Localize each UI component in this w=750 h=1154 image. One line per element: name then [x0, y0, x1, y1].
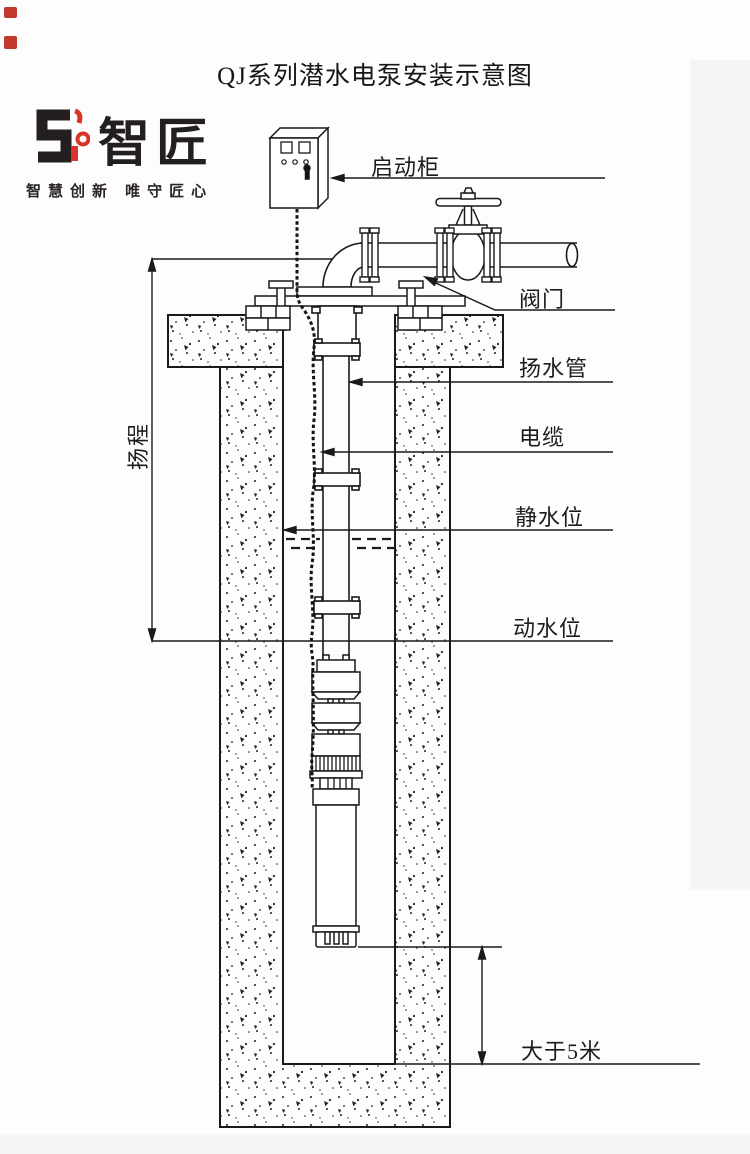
red-corner-mark: [4, 36, 17, 49]
leader-riser-pipe: [347, 377, 613, 387]
riser-coupling-flange: [313, 596, 361, 619]
valve-hub: [460, 192, 476, 200]
head-dimension: [147, 256, 333, 644]
valve-body: [450, 229, 486, 281]
casing-spool: [317, 305, 357, 345]
riser-pipe: [311, 305, 363, 660]
wellhead-plate: [254, 295, 466, 307]
cabinet-window: [298, 141, 311, 154]
background-tint-right: [690, 60, 750, 890]
motor-bottom-cap: [315, 931, 357, 948]
valve-top-nut: [462, 187, 475, 194]
riser-coupling-flange: [313, 338, 361, 361]
depth-dimension: [358, 944, 700, 1067]
indicator-lamp-icon: [292, 159, 298, 165]
background-tint-bottom: [0, 1134, 750, 1154]
leader-lines: [152, 173, 615, 642]
cabinet-front-face: [269, 137, 319, 209]
pump-strainer: [311, 755, 361, 772]
pump-discharge: [316, 659, 356, 673]
discharge-elbow: [322, 242, 365, 288]
pump-bowl: [311, 702, 361, 724]
water-level-dashes: [286, 537, 394, 550]
leader-valve: [422, 275, 615, 311]
valve-yoke: [455, 208, 481, 226]
indicator-lamp-icon: [281, 159, 287, 165]
valve-bonnet: [448, 224, 488, 235]
anchor-bricks-left: [245, 305, 291, 331]
brand-tagline: 智慧创新 唯守匠心: [26, 183, 214, 200]
brand-name: 智匠: [98, 115, 215, 173]
riser-coupling-flange: [313, 468, 361, 491]
cabinet-handle-stem: [304, 169, 310, 180]
leader-static-water-level: [281, 525, 613, 535]
cabinet-side-face: [317, 126, 329, 210]
label-valve: 阀门: [519, 287, 566, 312]
elbow-base-flange: [296, 286, 373, 297]
page-title: QJ系列潜水电泵安装示意图: [217, 63, 533, 90]
label-dynamic-water-level: 动水位: [513, 616, 583, 641]
pump-bowl: [311, 671, 361, 693]
brand-logo-icon: [36, 108, 90, 163]
label-static-water-level: 静水位: [515, 505, 585, 530]
well-slab-left: [167, 314, 284, 368]
motor-coupling: [319, 777, 353, 790]
pump-bowl: [311, 733, 361, 757]
pipe-flanges: [359, 227, 502, 283]
red-corner-mark: [4, 7, 17, 18]
label-starter-cabinet: 启动柜: [371, 155, 441, 180]
label-riser-pipe: 扬水管: [519, 356, 589, 381]
motor-top: [312, 788, 360, 806]
brand-logo: 智匠 智慧创新 唯守匠心: [26, 106, 256, 201]
leader-starter-cabinet: [329, 173, 605, 183]
cabinet-window: [280, 141, 293, 154]
indicator-lamp-icon: [303, 159, 309, 165]
valve-stem: [463, 205, 473, 226]
anchor-bricks-right: [397, 305, 443, 331]
submersible-pump: [309, 654, 363, 948]
motor-body: [315, 804, 357, 927]
label-cable: 电缆: [519, 425, 566, 450]
pipe-open-end: [565, 242, 579, 268]
starter-cabinet: [268, 126, 330, 210]
wellhead: [245, 280, 466, 331]
label-head: 扬程: [126, 421, 151, 471]
leader-cable: [319, 447, 613, 457]
label-min-depth: 大于5米: [521, 1039, 603, 1064]
power-cable: [295, 209, 317, 789]
